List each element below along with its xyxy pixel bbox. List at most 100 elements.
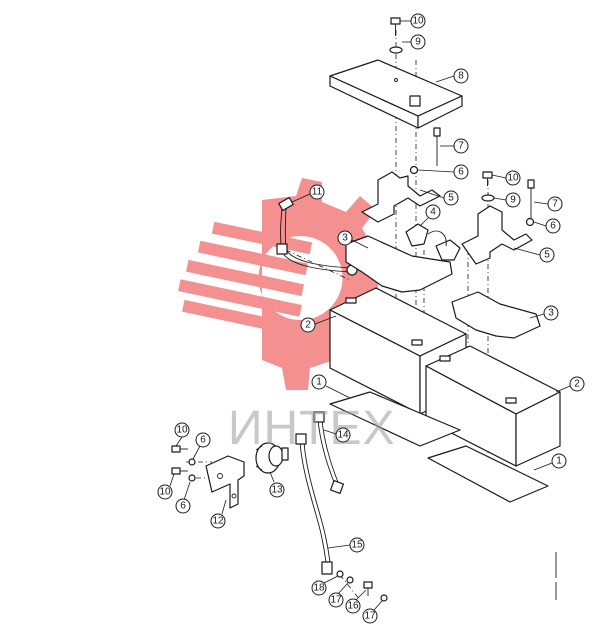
top-bolt — [390, 17, 401, 36]
callout-11: 11 — [291, 184, 325, 203]
callout-14: 14 — [323, 427, 351, 443]
callout-6-left-lower: 6 — [175, 481, 191, 514]
svg-text:9: 9 — [510, 195, 516, 206]
svg-text:1: 1 — [556, 456, 562, 467]
long-bolt-upper — [433, 127, 441, 166]
bolt-left-upper — [171, 445, 188, 453]
washer-lower-17a — [346, 576, 354, 584]
callout-9-right: 9 — [493, 192, 521, 208]
watermark-logo — [178, 178, 400, 390]
svg-text:5: 5 — [448, 193, 454, 204]
svg-text:6: 6 — [458, 167, 464, 178]
hold-down-bracket-right — [461, 205, 533, 265]
right-washer — [481, 194, 495, 202]
svg-text:14: 14 — [337, 430, 349, 441]
nut-left-lower — [188, 474, 196, 482]
master-switch — [255, 442, 289, 474]
svg-text:8: 8 — [458, 71, 464, 82]
svg-text:16: 16 — [347, 601, 359, 612]
callout-8: 8 — [435, 68, 469, 84]
callout-12: 12 — [210, 499, 227, 529]
callout-10-right: 10 — [491, 170, 521, 186]
right-bolt — [482, 171, 493, 186]
callout-7-right: 7 — [533, 196, 563, 212]
callout-10-left-lower: 10 — [157, 473, 175, 500]
callout-16: 16 — [345, 589, 367, 614]
callout-1-left: 1 — [311, 374, 351, 399]
watermark-stripe-5 — [182, 299, 300, 337]
terminal-clamp-right — [435, 239, 461, 261]
ground-cable-short — [313, 411, 345, 495]
svg-text:17: 17 — [364, 611, 376, 622]
callout-6-left-upper: 6 — [192, 432, 211, 460]
svg-text:10: 10 — [507, 173, 519, 184]
svg-text:1: 1 — [316, 377, 322, 388]
long-bolt-right — [527, 179, 535, 218]
svg-text:7: 7 — [552, 199, 558, 210]
svg-text:10: 10 — [159, 487, 171, 498]
callout-6-upper: 6 — [417, 164, 469, 180]
nut-left-upper — [188, 458, 196, 466]
top-washer — [389, 46, 403, 54]
svg-text:5: 5 — [544, 250, 550, 261]
callout-13: 13 — [269, 471, 285, 498]
watermark-stripe-4 — [178, 279, 302, 317]
bolt-lower-16 — [363, 581, 373, 596]
svg-text:4: 4 — [430, 207, 436, 218]
svg-text:2: 2 — [574, 379, 580, 390]
svg-text:18: 18 — [313, 583, 325, 594]
svg-text:7: 7 — [458, 141, 464, 152]
callout-1-right: 1 — [533, 453, 567, 471]
battery-right — [425, 345, 561, 467]
svg-text:10: 10 — [176, 425, 188, 436]
svg-text:6: 6 — [200, 435, 206, 446]
washer-lower-17b — [380, 594, 388, 602]
callout-15: 15 — [327, 537, 365, 553]
nut-upper — [409, 165, 419, 175]
hold-down-bracket-upper — [361, 171, 441, 223]
callout-9-top: 9 — [402, 34, 426, 50]
svg-text:6: 6 — [180, 501, 186, 512]
callout-6-right: 6 — [533, 218, 561, 234]
callout-10-left-upper: 10 — [174, 422, 190, 447]
svg-text:2: 2 — [305, 320, 311, 331]
watermark-text: ИНТЕХ — [228, 402, 396, 455]
svg-text:9: 9 — [415, 37, 421, 48]
bolt-left-lower — [171, 467, 188, 475]
insulating-plate-left — [345, 235, 453, 293]
callouts: 10 9 8 7 6 5 11 10 — [157, 13, 585, 624]
svg-text:17: 17 — [330, 595, 342, 606]
callout-17-left: 17 — [328, 582, 349, 608]
svg-text:11: 11 — [312, 187, 323, 198]
callout-18: 18 — [311, 575, 339, 596]
base-mat-left — [329, 391, 461, 447]
svg-text:15: 15 — [351, 540, 363, 551]
callout-2-left: 2 — [300, 315, 337, 333]
link-cable-short — [427, 230, 447, 247]
callout-17-right: 17 — [362, 600, 383, 624]
svg-text:10: 10 — [412, 16, 424, 27]
terminal-clamp-left — [405, 223, 429, 247]
svg-text:12: 12 — [212, 516, 224, 527]
svg-text:3: 3 — [342, 233, 348, 244]
ground-cable-long — [295, 433, 333, 575]
watermark-gear — [258, 178, 400, 390]
insulating-plate-right — [451, 291, 541, 339]
callout-5-upper: 5 — [419, 189, 459, 206]
nut-right — [525, 217, 535, 227]
callout-3-right: 3 — [529, 305, 559, 321]
svg-text:3: 3 — [548, 308, 554, 319]
callout-5-right: 5 — [513, 247, 555, 263]
callout-3-left: 3 — [337, 230, 369, 249]
mount-bracket — [205, 455, 245, 509]
nut-lower-18 — [336, 570, 344, 578]
svg-text:6: 6 — [550, 221, 556, 232]
callout-2-right: 2 — [555, 376, 585, 393]
svg-text:13: 13 — [271, 485, 283, 496]
callout-7-upper: 7 — [440, 138, 469, 154]
battery-cover — [329, 59, 463, 129]
callout-4: 4 — [419, 204, 441, 227]
base-mat-right — [427, 445, 549, 503]
